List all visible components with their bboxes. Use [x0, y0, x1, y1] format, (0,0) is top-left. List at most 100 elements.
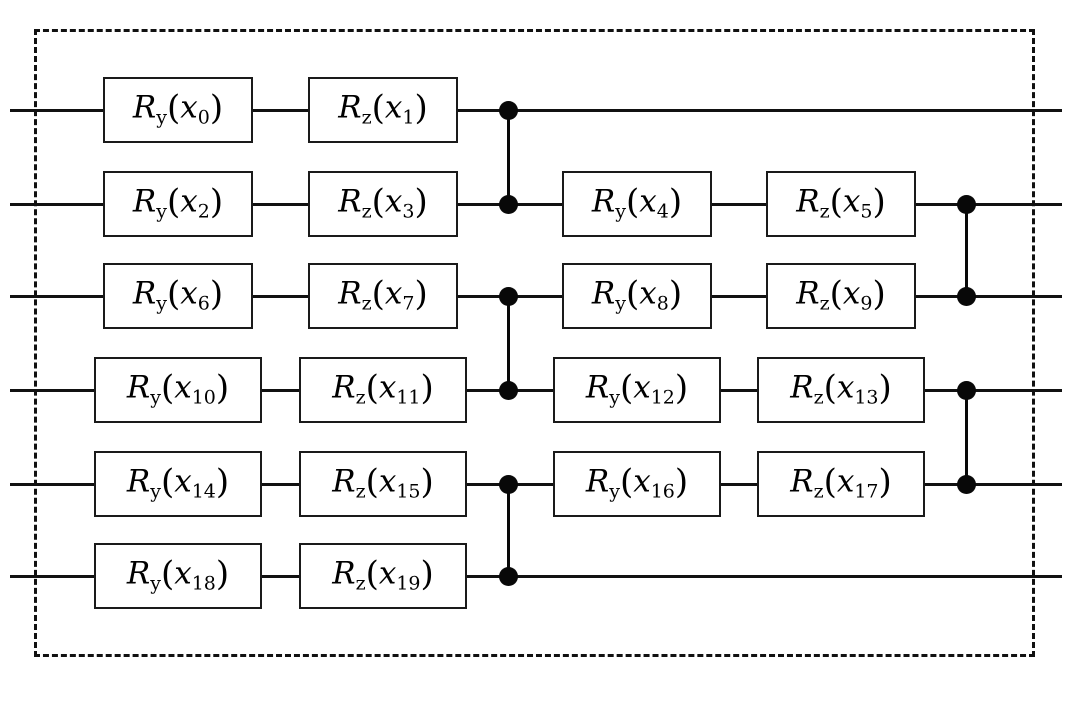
gate-param-index-g11: 11	[396, 386, 421, 409]
gate-box-g10[interactable]: Ry(x10)	[94, 357, 262, 423]
gate-box-g6[interactable]: Ry(x6)	[103, 263, 253, 329]
gate-close-paren-g12: )	[674, 367, 689, 408]
gate-param-index-g7: 7	[402, 292, 415, 315]
gate-open-paren-g5: (	[829, 181, 843, 222]
gate-label-g9: Rz(x9)	[796, 277, 885, 313]
gate-param-symbol-g19: x	[378, 555, 397, 592]
gate-axis-subscript-g0: y	[156, 106, 167, 129]
qubit-wire-q3	[10, 388, 1062, 392]
gate-box-g19[interactable]: Rz(x19)	[299, 543, 467, 609]
gate-rot-symbol-g10: R	[126, 369, 151, 406]
gate-close-paren-g8: )	[668, 273, 683, 314]
gate-param-symbol-g9: x	[842, 275, 861, 312]
gate-open-paren-g10: (	[160, 367, 175, 408]
gate-param-index-g0: 0	[197, 106, 210, 129]
gate-rot-symbol-g6: R	[132, 275, 157, 312]
gate-label-g17: Rz(x17)	[790, 465, 892, 501]
gate-param-index-g14: 14	[191, 480, 216, 503]
gate-close-paren-g2: )	[209, 181, 224, 222]
gate-close-paren-g1: )	[414, 87, 428, 128]
gate-axis-subscript-g6: y	[156, 292, 167, 315]
gate-rot-symbol-g16: R	[585, 463, 610, 500]
cz-control-dot-cz-4-5-1[interactable]	[498, 566, 518, 586]
gate-param-symbol-g3: x	[384, 183, 403, 220]
gate-axis-subscript-g8: y	[615, 292, 626, 315]
gate-rot-symbol-g5: R	[796, 183, 820, 220]
cz-control-dot-cz-0-1-0[interactable]	[498, 100, 518, 120]
gate-param-symbol-g2: x	[180, 183, 198, 220]
gate-param-index-g2: 2	[197, 200, 210, 223]
gate-open-paren-g18: (	[160, 553, 175, 594]
gate-rot-symbol-g19: R	[332, 555, 356, 592]
gate-close-paren-g16: )	[674, 461, 689, 502]
gate-box-g4[interactable]: Ry(x4)	[562, 171, 712, 237]
gate-box-g12[interactable]: Ry(x12)	[553, 357, 721, 423]
gate-rot-symbol-g1: R	[338, 89, 362, 126]
gate-param-index-g6: 6	[197, 292, 210, 315]
gate-label-g3: Rz(x3)	[338, 185, 427, 221]
gate-rot-symbol-g14: R	[126, 463, 151, 500]
gate-close-paren-g18: )	[215, 553, 230, 594]
gate-close-paren-g5: )	[872, 181, 886, 222]
gate-box-g1[interactable]: Rz(x1)	[308, 77, 458, 143]
gate-box-g18[interactable]: Ry(x18)	[94, 543, 262, 609]
cz-control-dot-cz-3-4-0[interactable]	[956, 380, 976, 400]
gate-box-g13[interactable]: Rz(x13)	[757, 357, 925, 423]
cz-control-dot-cz-1-2-0[interactable]	[956, 194, 976, 214]
gate-rot-symbol-g4: R	[591, 183, 616, 220]
gate-rot-symbol-g12: R	[585, 369, 610, 406]
gate-param-symbol-g17: x	[836, 463, 855, 500]
gate-param-index-g9: 9	[860, 292, 873, 315]
gate-param-symbol-g12: x	[633, 369, 651, 406]
gate-box-g3[interactable]: Rz(x3)	[308, 171, 458, 237]
gate-box-g7[interactable]: Rz(x7)	[308, 263, 458, 329]
cz-control-dot-cz-4-5-0[interactable]	[498, 474, 518, 494]
gate-box-g8[interactable]: Ry(x8)	[562, 263, 712, 329]
cz-control-dot-cz-3-4-1[interactable]	[956, 474, 976, 494]
gate-param-symbol-g7: x	[384, 275, 403, 312]
qubit-wire-q1	[10, 202, 1062, 206]
qubit-wire-q4	[10, 482, 1062, 486]
gate-param-symbol-g1: x	[384, 89, 403, 126]
gate-open-paren-g15: (	[365, 461, 379, 502]
gate-box-g2[interactable]: Ry(x2)	[103, 171, 253, 237]
gate-axis-subscript-g1: z	[361, 106, 372, 129]
gate-box-g14[interactable]: Ry(x14)	[94, 451, 262, 517]
cz-control-dot-cz-2-3-0[interactable]	[498, 286, 518, 306]
gate-axis-subscript-g7: z	[361, 292, 372, 315]
gate-box-g5[interactable]: Rz(x5)	[766, 171, 916, 237]
gate-box-g16[interactable]: Ry(x16)	[553, 451, 721, 517]
cz-control-dot-cz-1-2-1[interactable]	[956, 286, 976, 306]
gate-param-index-g1: 1	[402, 106, 415, 129]
gate-axis-subscript-g19: z	[355, 572, 366, 595]
qubit-wire-q0	[10, 108, 1062, 112]
gate-close-paren-g7: )	[414, 273, 428, 314]
gate-box-g17[interactable]: Rz(x17)	[757, 451, 925, 517]
gate-axis-subscript-g10: y	[150, 386, 161, 409]
gate-box-g0[interactable]: Ry(x0)	[103, 77, 253, 143]
gate-param-index-g17: 17	[854, 480, 879, 503]
cz-link-cz-4-5	[506, 484, 510, 576]
gate-box-g15[interactable]: Rz(x15)	[299, 451, 467, 517]
gate-rot-symbol-g11: R	[332, 369, 356, 406]
gate-box-g9[interactable]: Rz(x9)	[766, 263, 916, 329]
gate-param-index-g18: 18	[191, 572, 216, 595]
gate-rot-symbol-g15: R	[332, 463, 356, 500]
cz-control-dot-cz-0-1-1[interactable]	[498, 194, 518, 214]
gate-param-symbol-g10: x	[174, 369, 192, 406]
gate-param-symbol-g13: x	[836, 369, 855, 406]
gate-close-paren-g19: )	[420, 553, 434, 594]
gate-open-paren-g2: (	[166, 181, 181, 222]
gate-close-paren-g6: )	[209, 273, 224, 314]
gate-axis-subscript-g16: y	[609, 480, 620, 503]
gate-param-symbol-g16: x	[633, 463, 651, 500]
gate-param-index-g16: 16	[650, 480, 675, 503]
cz-link-cz-0-1	[506, 110, 510, 204]
gate-param-index-g5: 5	[860, 200, 873, 223]
cz-control-dot-cz-2-3-1[interactable]	[498, 380, 518, 400]
gate-open-paren-g7: (	[371, 273, 385, 314]
gate-box-g11[interactable]: Rz(x11)	[299, 357, 467, 423]
qubit-wire-q2	[10, 294, 1062, 298]
gate-label-g11: Rz(x11)	[332, 371, 434, 407]
